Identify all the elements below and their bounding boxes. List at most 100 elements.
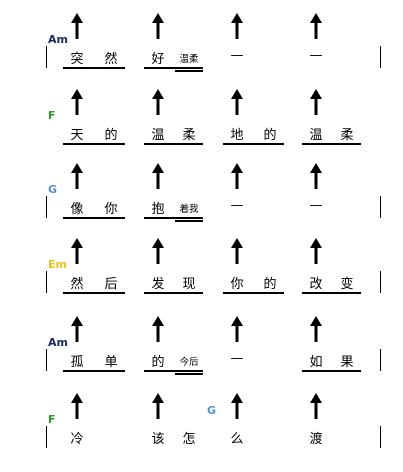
up-arrow-icon — [310, 238, 322, 264]
beat-underline — [144, 67, 203, 69]
barline — [380, 196, 381, 218]
lyric-syllable: 突 — [70, 52, 84, 67]
lyric-syllable: 的 — [151, 355, 165, 370]
lyric-syllable: 么 — [230, 432, 244, 447]
lyric-syllable: 变 — [340, 277, 354, 292]
up-arrow-icon — [231, 89, 243, 115]
beat-underline — [223, 292, 284, 294]
lyric-syllable: 渡 — [309, 432, 323, 447]
beat-underline — [63, 292, 125, 294]
strum-arrow — [70, 13, 84, 39]
lyric-syllable: 你 — [230, 277, 244, 292]
strum-arrow — [230, 393, 244, 419]
up-arrow-icon — [71, 163, 83, 189]
strum-arrow — [309, 238, 323, 264]
lyric-syllable: 今后 — [179, 357, 199, 368]
up-arrow-icon — [71, 316, 83, 342]
lyric-syllable: 抱 — [151, 202, 165, 217]
strum-arrow — [151, 393, 165, 419]
strum-arrow — [309, 89, 323, 115]
up-arrow-icon — [310, 13, 322, 39]
lyric-syllable: 发 — [151, 277, 165, 292]
strum-arrow — [70, 163, 84, 189]
lyric-syllable: 怎 — [182, 432, 196, 447]
strum-arrow — [151, 316, 165, 342]
lyric-syllable: 好 — [151, 52, 165, 67]
up-arrow-icon — [231, 13, 243, 39]
lyric-syllable: 天 — [70, 128, 84, 143]
strum-arrow — [151, 238, 165, 264]
up-arrow-icon — [152, 238, 164, 264]
barline — [46, 426, 47, 448]
up-arrow-icon — [71, 393, 83, 419]
lyric-syllable: 现 — [182, 277, 196, 292]
lyric-syllable: 单 — [104, 355, 118, 370]
up-arrow-icon — [310, 163, 322, 189]
lyric-syllable: 改 — [309, 277, 323, 292]
chord-label: Em — [48, 258, 67, 271]
lyric-syllable: 果 — [340, 355, 354, 370]
barline — [46, 46, 47, 68]
lyric-syllable: 冷 — [70, 432, 84, 447]
up-arrow-icon — [310, 393, 322, 419]
barline — [380, 46, 381, 68]
barline — [380, 271, 381, 293]
strum-arrow — [309, 393, 323, 419]
strum-arrow — [151, 89, 165, 115]
beat-underline — [63, 143, 125, 145]
strum-arrow — [230, 89, 244, 115]
strum-arrow — [151, 163, 165, 189]
up-arrow-icon — [71, 238, 83, 264]
up-arrow-icon — [310, 89, 322, 115]
beat-underline — [63, 217, 125, 219]
up-arrow-icon — [231, 316, 243, 342]
lyric-syllable: 的 — [263, 277, 277, 292]
lyric-syllable: — — [309, 48, 323, 63]
chord-label: F — [48, 413, 56, 426]
lyric-syllable: 柔 — [182, 128, 196, 143]
lyric-syllable: 然 — [104, 52, 118, 67]
barline — [380, 426, 381, 448]
chord-label: G — [207, 404, 217, 417]
up-arrow-icon — [152, 163, 164, 189]
beat-underline — [144, 143, 203, 145]
strum-arrow — [230, 163, 244, 189]
up-arrow-icon — [152, 316, 164, 342]
up-arrow-icon — [231, 238, 243, 264]
lyric-syllable: 后 — [104, 277, 118, 292]
chord-label: G — [48, 183, 58, 196]
lyric-syllable: 温 — [309, 128, 323, 143]
lyric-syllable: 然 — [70, 277, 84, 292]
strum-arrow — [230, 238, 244, 264]
up-arrow-icon — [152, 393, 164, 419]
up-arrow-icon — [71, 89, 83, 115]
barline — [46, 196, 47, 218]
lyric-syllable: 地 — [230, 128, 244, 143]
chord-label: Am — [48, 336, 68, 349]
beat-underline — [175, 373, 203, 375]
barline — [46, 271, 47, 293]
lyric-syllable: 像 — [70, 202, 84, 217]
lyric-syllable: 如 — [309, 355, 323, 370]
up-arrow-icon — [231, 163, 243, 189]
up-arrow-icon — [231, 393, 243, 419]
up-arrow-icon — [310, 316, 322, 342]
lyric-syllable: — — [230, 198, 244, 213]
beat-underline — [63, 67, 125, 69]
lyric-syllable: — — [309, 198, 323, 213]
up-arrow-icon — [152, 13, 164, 39]
strum-arrow — [151, 13, 165, 39]
lyric-syllable: 的 — [263, 128, 277, 143]
beat-underline — [223, 143, 284, 145]
lyric-syllable: 柔 — [340, 128, 354, 143]
beat-underline — [144, 217, 203, 219]
strum-arrow — [70, 89, 84, 115]
strum-arrow — [230, 13, 244, 39]
up-arrow-icon — [71, 13, 83, 39]
strum-arrow — [230, 316, 244, 342]
strum-arrow — [70, 316, 84, 342]
